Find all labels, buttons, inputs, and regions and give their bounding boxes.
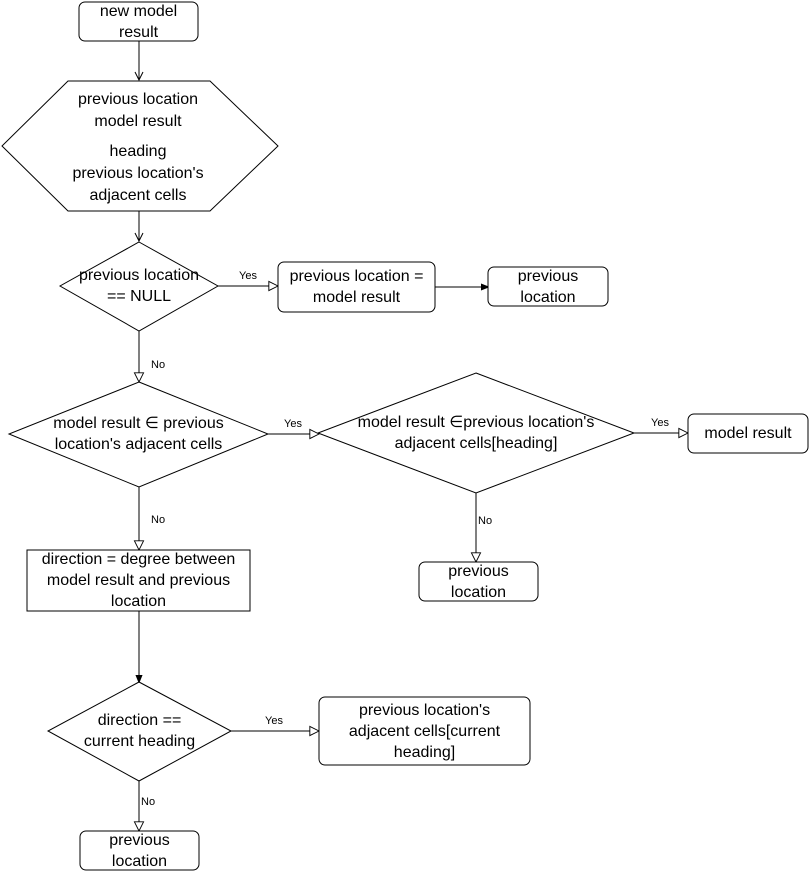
adjacent-current-heading-label: previous location's adjacent cells[curre…: [348, 701, 501, 761]
edge-label-heading-yes: Yes: [651, 417, 669, 430]
previous-location-output-2-label: previous location: [448, 562, 509, 601]
edge-label-direction-no: No: [141, 796, 156, 809]
edge-label-null-no: No: [151, 359, 166, 372]
adjacent-check-label: model result ∈ previous location's adjac…: [53, 415, 224, 453]
previous-location-output-1: [487, 266, 609, 307]
previous-location-output-3: [79, 830, 200, 871]
null-check-label: previous location == NULL: [78, 267, 200, 305]
heading-cell-check-diamond: [316, 372, 636, 494]
model-result-output-label: model result: [704, 425, 792, 442]
direction-check-label: direction == current heading: [83, 712, 196, 750]
edge-label-heading-no: No: [478, 515, 493, 528]
edge-label-direction-yes: Yes: [265, 715, 283, 728]
direction-calc-label: direction = degree between model result …: [41, 551, 236, 610]
adjacent-check-diamond: [7, 381, 270, 488]
null-check-diamond: [58, 241, 220, 332]
edge-label-adjacent-yes: Yes: [284, 418, 302, 431]
previous-location-output-3-label: previous location: [109, 831, 170, 870]
direction-calc-box: [26, 549, 251, 612]
start-node-label: new model result: [99, 2, 178, 41]
previous-location-output-1-label: previous location: [517, 267, 579, 306]
inputs-hexagon-label: previous location model result heading p…: [72, 91, 204, 204]
inputs-hexagon: [1, 80, 279, 212]
start-node: [78, 1, 199, 42]
assign-previous-location-label: previous location = model result: [289, 268, 424, 306]
model-result-output: [687, 413, 809, 454]
direction-check-diamond: [46, 681, 233, 782]
edge-label-adjacent-no: No: [151, 514, 166, 527]
edge-label-null-yes: Yes: [239, 270, 257, 283]
adjacent-current-heading-output: [318, 696, 531, 766]
assign-previous-location-box: [277, 261, 436, 313]
previous-location-output-2: [418, 561, 539, 602]
heading-cell-check-label: model result ∈previous location's adjace…: [357, 414, 595, 452]
